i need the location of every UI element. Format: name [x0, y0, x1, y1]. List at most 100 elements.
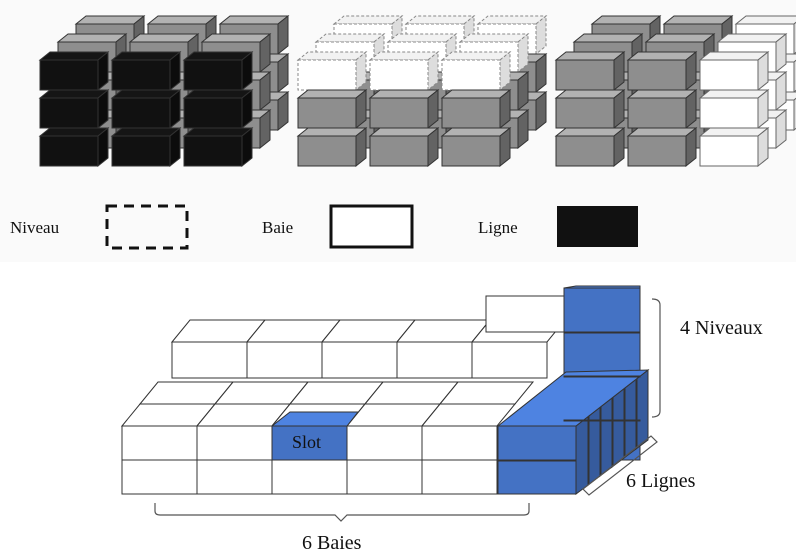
legend-ligne-swatch — [557, 206, 638, 247]
block-top-face — [38, 89, 110, 99]
rack-block — [626, 88, 698, 130]
rack-block — [554, 88, 626, 130]
front-cell — [421, 425, 498, 461]
rack-block — [440, 88, 512, 130]
block-top-face — [590, 15, 662, 25]
rack-block — [110, 50, 182, 92]
block-top-face — [458, 33, 530, 43]
block-top-face — [386, 33, 458, 43]
rack-block — [38, 50, 110, 92]
niveaux-label: 4 Niveaux — [680, 317, 763, 339]
block-top-face — [716, 33, 788, 43]
baies-bracket — [154, 503, 530, 522]
block-top-face — [110, 127, 182, 137]
block-front-face — [441, 135, 501, 167]
rack-block — [110, 88, 182, 130]
rack-block — [698, 126, 770, 168]
slot-label: Slot — [292, 432, 321, 452]
cube-niveau-highlight — [296, 14, 548, 168]
block-front-face — [39, 59, 99, 91]
block-top-face — [38, 127, 110, 137]
rack-block — [296, 126, 368, 168]
block-front-face — [699, 59, 759, 91]
block-top-face — [296, 51, 368, 61]
block-top-face — [404, 15, 476, 25]
front-cell — [346, 425, 423, 461]
block-top-face — [698, 127, 770, 137]
block-front-face — [441, 59, 501, 91]
rack-block — [110, 126, 182, 168]
blue-grid-line — [563, 331, 641, 334]
lower-tier-top-back — [438, 381, 535, 405]
upper-tier-front — [246, 341, 323, 379]
upper-tier-front — [321, 341, 398, 379]
block-top-face — [440, 51, 512, 61]
rack-block — [626, 126, 698, 168]
block-front-face — [369, 97, 429, 129]
rack-block — [554, 50, 626, 92]
front-cell — [121, 425, 198, 461]
rack-block — [296, 88, 368, 130]
upper-tier-front — [171, 341, 248, 379]
legend-ligne-label: Ligne — [478, 218, 518, 237]
block-top-face — [554, 127, 626, 137]
block-front-face — [39, 135, 99, 167]
legend-baie-label: Baie — [262, 218, 293, 237]
block-front-face — [369, 59, 429, 91]
block-top-face — [146, 15, 218, 25]
blue-depth-line — [611, 396, 614, 469]
rack-block — [368, 126, 440, 168]
block-top-face — [110, 89, 182, 99]
block-top-face — [368, 51, 440, 61]
block-front-face — [111, 59, 171, 91]
slot-top — [270, 411, 360, 427]
block-front-face — [183, 59, 243, 91]
rack-block — [698, 50, 770, 92]
block-top-face — [182, 127, 254, 137]
rack-block — [182, 50, 254, 92]
front-cell — [196, 459, 273, 495]
top-bay-front — [485, 295, 565, 333]
front-cell — [346, 459, 423, 495]
block-top-face — [74, 15, 146, 25]
front-cell — [271, 459, 348, 495]
blue-depth-line — [587, 414, 590, 487]
block-front-face — [555, 59, 615, 91]
block-front-face — [297, 135, 357, 167]
cube-ligne-highlight — [38, 14, 290, 168]
block-front-face — [627, 97, 687, 129]
rack-block — [440, 50, 512, 92]
block-front-face — [111, 97, 171, 129]
block-top-face — [662, 15, 734, 25]
block-top-face — [698, 89, 770, 99]
rack-block — [698, 88, 770, 130]
blue-depth-line — [623, 387, 626, 460]
block-top-face — [56, 33, 128, 43]
block-top-face — [554, 51, 626, 61]
block-top-face — [182, 89, 254, 99]
block-front-face — [297, 59, 357, 91]
block-front-face — [555, 97, 615, 129]
rack-block — [626, 50, 698, 92]
block-front-face — [627, 59, 687, 91]
front-cell — [421, 459, 498, 495]
rack-diagram — [120, 285, 650, 495]
blue-bay-top-front — [496, 369, 650, 427]
cube-baie-highlight — [554, 14, 796, 168]
blue-grid-line — [563, 375, 641, 378]
block-top-face — [182, 51, 254, 61]
block-top-face — [200, 33, 272, 43]
block-top-face — [440, 89, 512, 99]
lignes-label: 6 Lignes — [626, 470, 696, 492]
rack-block — [296, 50, 368, 92]
rack-block — [182, 126, 254, 168]
block-top-face — [110, 51, 182, 61]
rack-block — [368, 88, 440, 130]
block-top-face — [296, 89, 368, 99]
rack-block — [38, 126, 110, 168]
block-front-face — [627, 135, 687, 167]
lignes-bracket — [582, 435, 658, 496]
block-front-face — [555, 135, 615, 167]
